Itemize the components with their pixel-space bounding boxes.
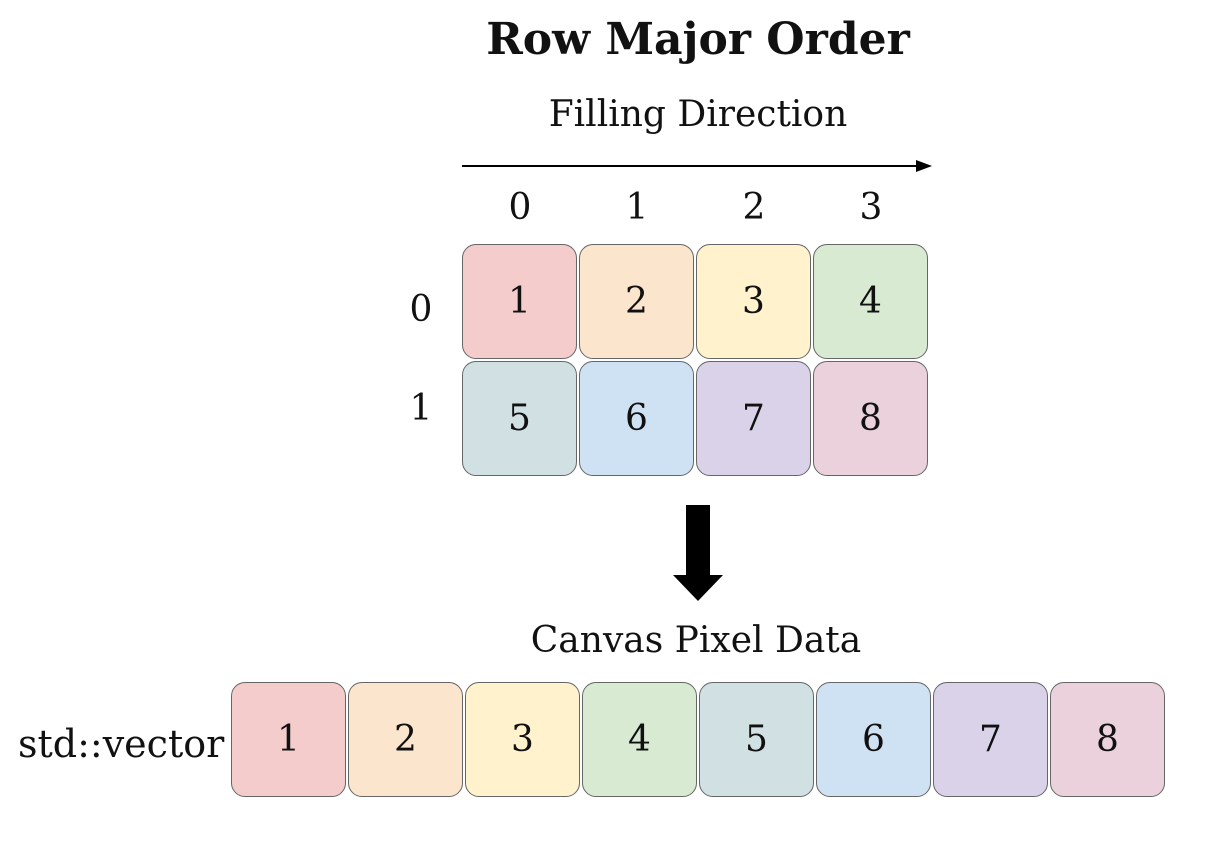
row-index-0: 0 [409,289,433,330]
filling-direction-arrow [462,160,932,172]
vector-cell-2: 3 [465,682,580,797]
vector-label: std::vector [18,722,225,766]
grid-cell-r1-c2: 7 [696,361,811,476]
vector-cell-7: 8 [1050,682,1165,797]
grid-cell-r0-c0: 1 [462,244,577,359]
vector-cell-4: 5 [699,682,814,797]
grid-cell-r0-c3: 4 [813,244,928,359]
column-index-1: 1 [625,187,649,228]
filling-direction-label: Filling Direction [548,94,848,135]
vector-cell-3: 4 [582,682,697,797]
vector-cell-6: 7 [933,682,1048,797]
column-index-2: 2 [742,187,766,228]
grid-cell-r1-c0: 5 [462,361,577,476]
vector-cell-1: 2 [348,682,463,797]
vector-cell-5: 6 [816,682,931,797]
grid-cell-r1-c1: 6 [579,361,694,476]
row-index-1: 1 [409,388,433,429]
column-index-3: 3 [859,187,883,228]
column-index-0: 0 [508,187,532,228]
grid-cell-r0-c2: 3 [696,244,811,359]
grid-cell-r0-c1: 2 [579,244,694,359]
grid-cell-r1-c3: 8 [813,361,928,476]
diagram-title: Row Major Order [486,14,910,65]
conversion-arrow [673,505,723,601]
vector-cell-0: 1 [231,682,346,797]
canvas-pixel-data-label: Canvas Pixel Data [530,620,862,661]
